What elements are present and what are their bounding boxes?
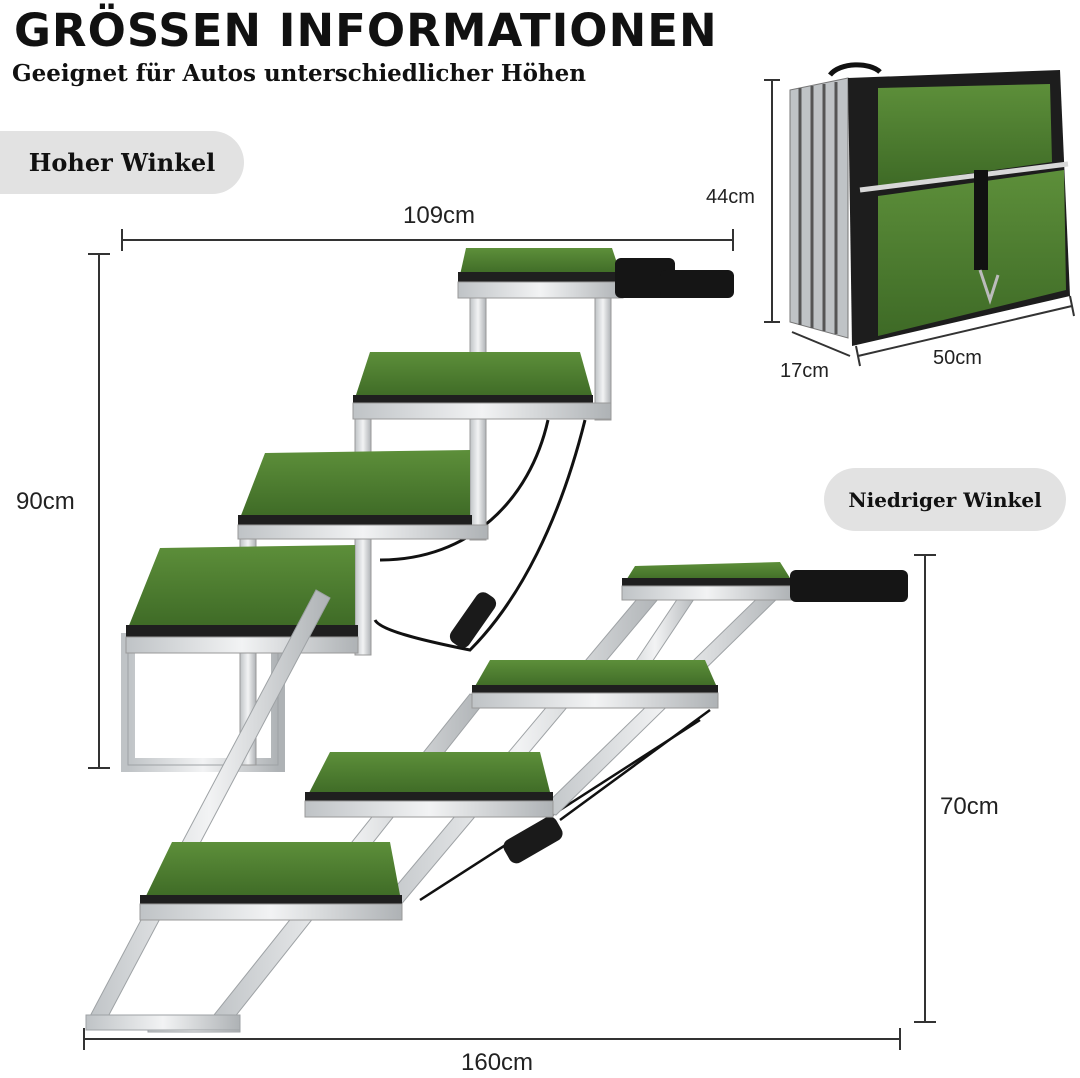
folded-width-label: 50cm	[933, 347, 982, 369]
high-angle-badge: Hoher Winkel	[0, 131, 244, 194]
high-angle-stairs	[121, 248, 734, 772]
low-angle-badge: Niedriger Winkel	[824, 468, 1066, 531]
page-subtitle: Geeignet für Autos unterschiedlicher Höh…	[12, 60, 587, 87]
high-width-label: 109cm	[403, 202, 476, 229]
low-height-label: 70cm	[940, 793, 999, 820]
folded-height-label: 44cm	[706, 186, 755, 208]
low-angle-stairs	[85, 562, 908, 1033]
page-title: GRÖSSEN INFORMATIONEN	[14, 4, 718, 57]
folded-stairs	[789, 62, 1070, 346]
low-length-label: 160cm	[461, 1049, 534, 1076]
high-height-label: 90cm	[16, 488, 75, 515]
folded-depth-label: 17cm	[780, 360, 829, 382]
dimension-lines	[83, 79, 1075, 1050]
